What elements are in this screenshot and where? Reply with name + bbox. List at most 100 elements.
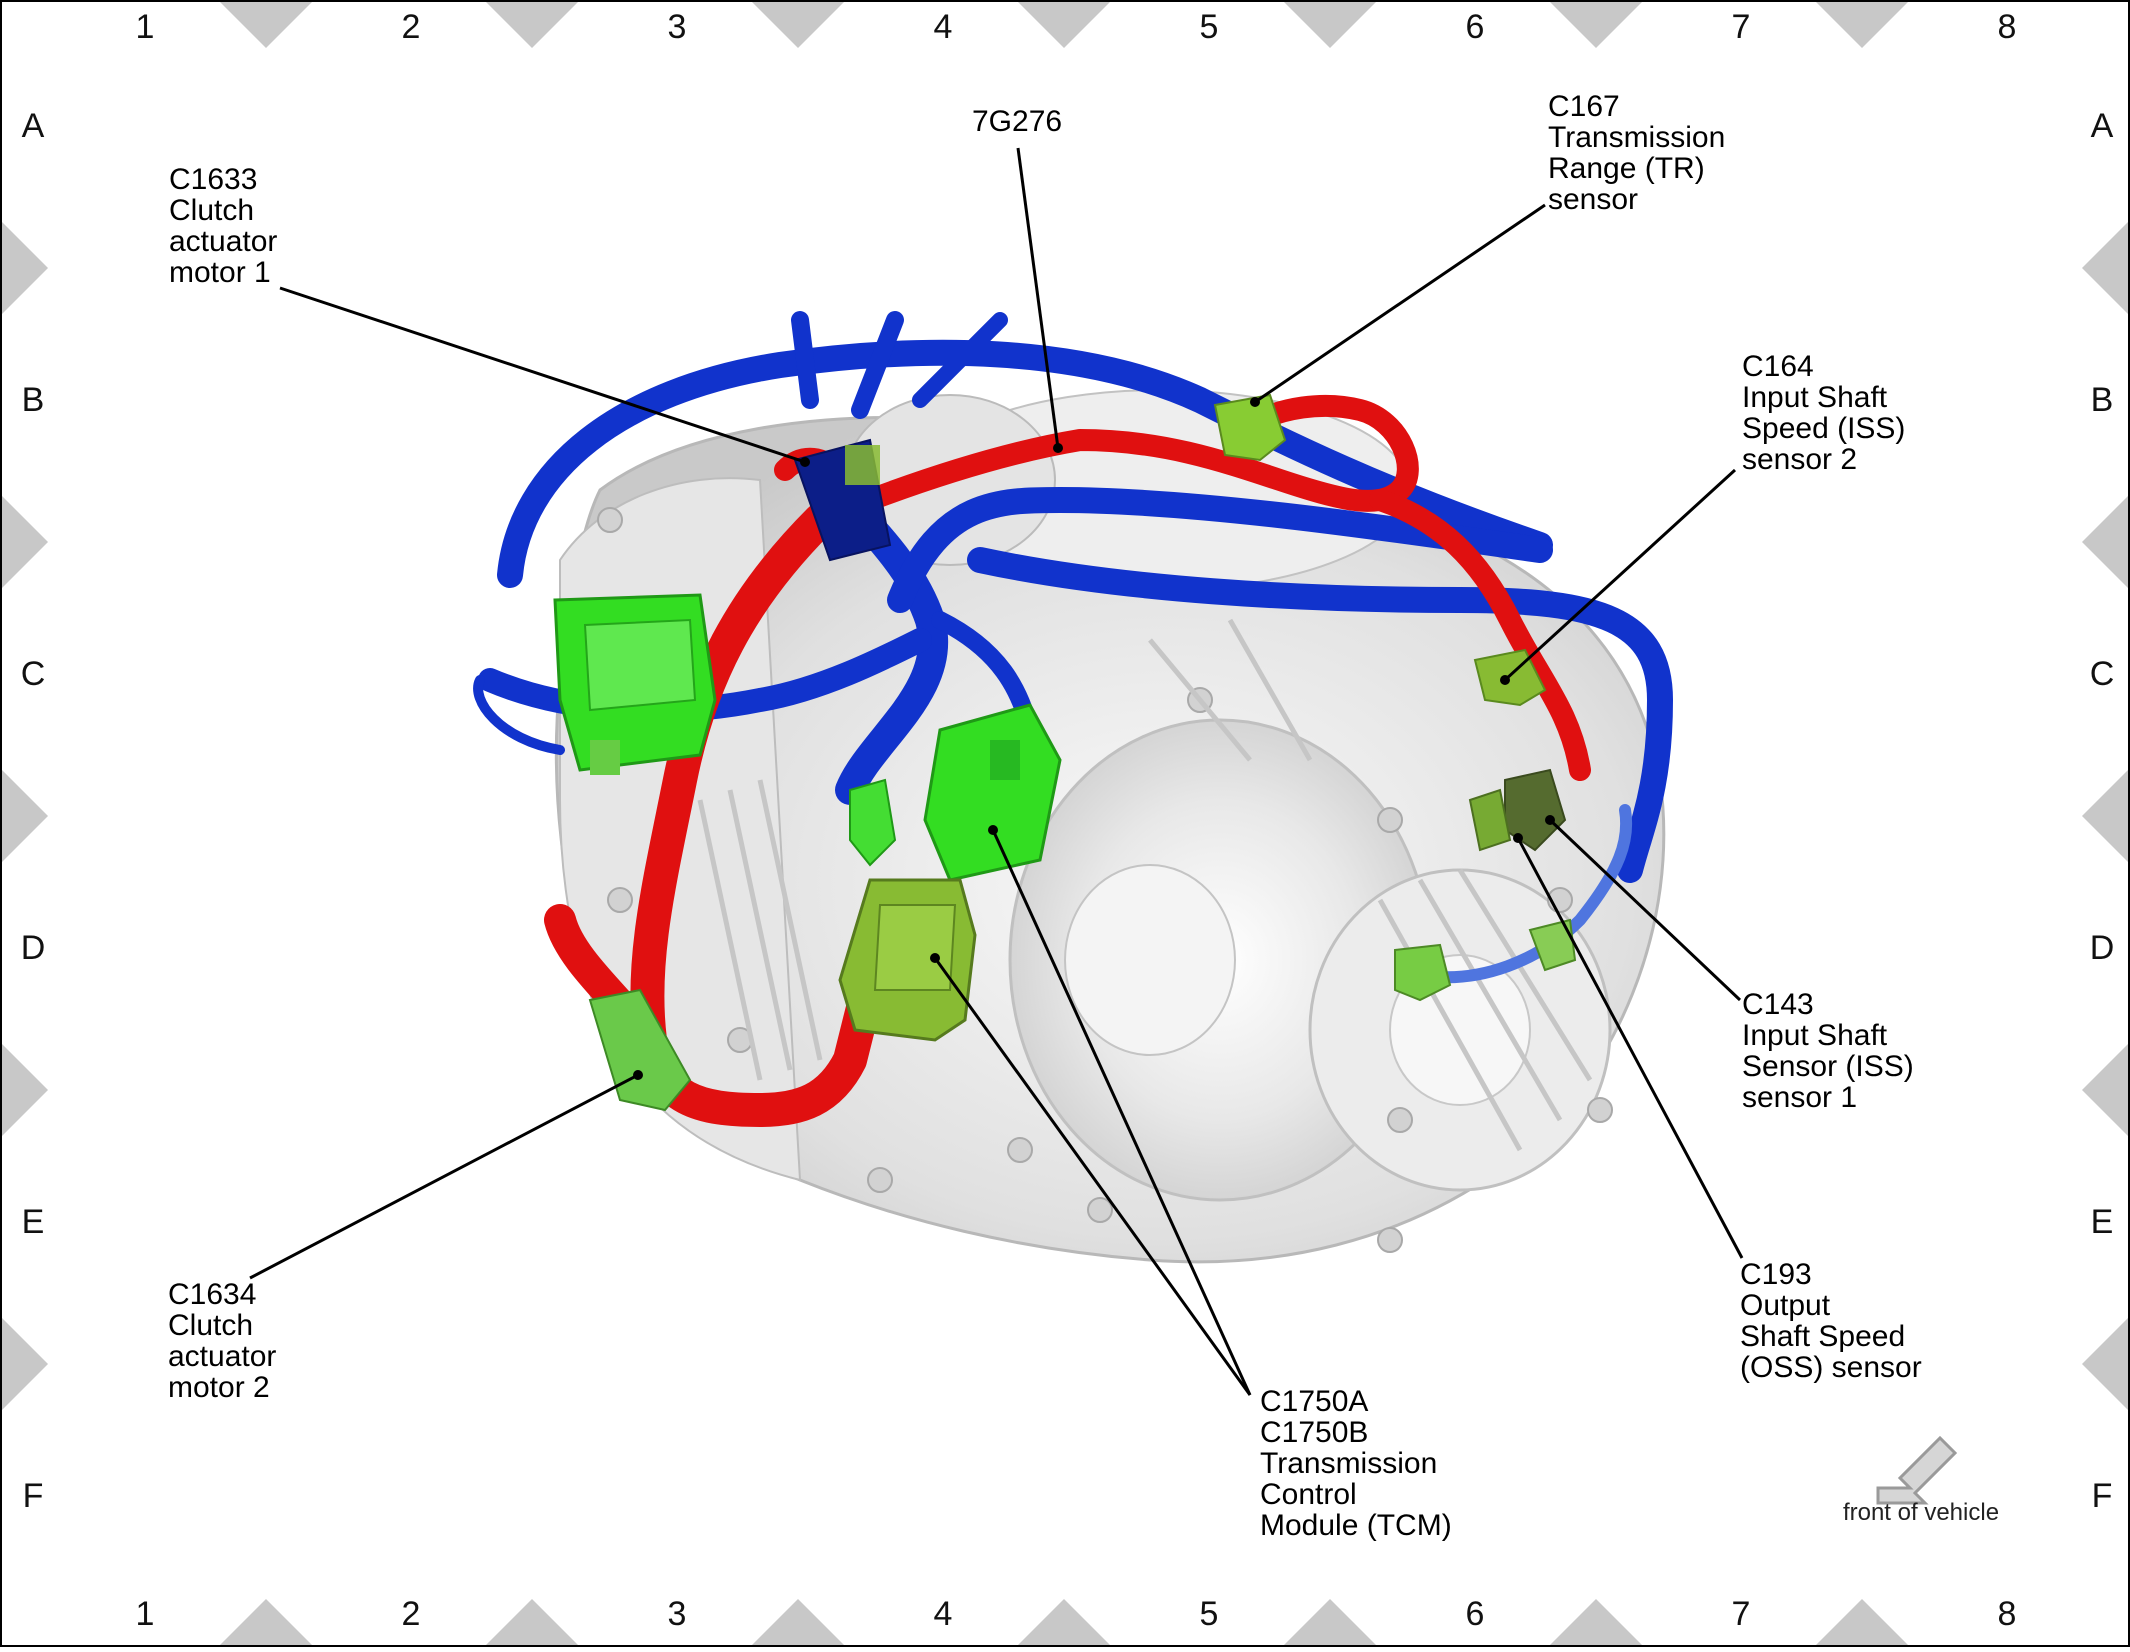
callout-c1750: C1750A C1750B Transmission Control Modul… (1260, 1385, 1452, 1542)
leader-dot (1500, 675, 1510, 685)
grid-column-label: 2 (402, 1595, 421, 1633)
leader-dot (1513, 833, 1523, 843)
grid-diamond (2, 496, 48, 588)
leader-dot (633, 1070, 643, 1080)
grid-column-label: 2 (402, 8, 421, 46)
grid-diamond (1018, 1599, 1110, 1645)
connector-c1750b (838, 878, 977, 1042)
red-harness-right-run (1369, 489, 1591, 781)
grid-diamond (220, 2, 312, 48)
grid-row-label: D (21, 929, 46, 967)
callout-c1633: C1633 Clutch actuator motor 1 (169, 163, 286, 289)
grid-diamond (1550, 1599, 1642, 1645)
blue-harness-lower-left (478, 628, 932, 723)
grid-diamond (1550, 2, 1642, 48)
leader-dot (1053, 443, 1063, 453)
grid-row-label: B (2091, 381, 2114, 419)
blue-harness-stub-left (473, 675, 565, 755)
blue-harness-right-run (967, 547, 1673, 883)
connectors (553, 393, 1577, 1112)
front-arrow-icon (1876, 1435, 1958, 1505)
leader-c1750a (991, 829, 1252, 1396)
grid-diamond (2, 222, 48, 314)
blue-harness-stub-top-1 (791, 311, 819, 409)
callout-c143: C143 Input Shaft Sensor (ISS) sensor 1 (1742, 988, 1922, 1114)
grid-column-label: 7 (1732, 1595, 1751, 1633)
callout-c1634: C1634 Clutch actuator motor 2 (168, 1278, 285, 1404)
grid-diamond (2082, 1044, 2128, 1136)
blue-harness-stub-top-2 (851, 311, 904, 419)
grid-column-label: 3 (668, 1595, 687, 1633)
grid-row-label: C (21, 655, 46, 693)
leader-dot (930, 953, 940, 963)
leader-c193 (1516, 837, 1744, 1259)
connector-c164 (1473, 648, 1547, 707)
leader-c164 (1503, 468, 1737, 682)
red-harness-main (630, 503, 887, 1127)
leader-c1750b (933, 957, 1252, 1396)
grid-diamond (2082, 1318, 2128, 1410)
grid-row-label: A (22, 107, 45, 145)
front-of-vehicle-indicator: front of vehicle (1843, 1435, 1999, 1526)
grid-row-label: C (2090, 655, 2115, 693)
leader-c143 (1548, 818, 1742, 1002)
leader-dot (1545, 815, 1555, 825)
grid-column-label: 3 (668, 8, 687, 46)
grid-column-label: 6 (1466, 1595, 1485, 1633)
leader-7g276 (1016, 147, 1060, 449)
leader-lines (249, 147, 1744, 1396)
grid-row-label: F (23, 1477, 44, 1515)
grid-diamond (2082, 496, 2128, 588)
red-harness-top-run (859, 394, 1419, 512)
grid-diamond (486, 2, 578, 48)
grid-row-label: F (2092, 1477, 2113, 1515)
connector-c1750a (849, 703, 1062, 882)
leader-c167 (1254, 203, 1546, 404)
grid-column-label: 5 (1200, 1595, 1219, 1633)
grid-diamond (752, 2, 844, 48)
grid-column-label: 5 (1200, 8, 1219, 46)
leader-dot (1250, 397, 1260, 407)
leader-c1633 (279, 286, 806, 464)
grid-column-label: 7 (1732, 8, 1751, 46)
connector-c193 (1394, 918, 1577, 1002)
leader-dot (988, 825, 998, 835)
housing-ribs (697, 618, 1593, 1152)
grid-diamond (1816, 2, 1908, 48)
blue-wiring-harness (473, 311, 1673, 984)
callout-labels: 7G276 C1633 Clutch actuator motor 1 C167… (168, 90, 1922, 1542)
grid-column-label: 8 (1998, 8, 2017, 46)
grid-column-label: 1 (136, 8, 155, 46)
grid-diamond (2, 1044, 48, 1136)
grid-diamond (220, 1599, 312, 1645)
leader-c1634 (249, 1073, 639, 1280)
grid-column-label: 6 (1466, 8, 1485, 46)
grid-diamond (1018, 2, 1110, 48)
grid-column-label: 4 (934, 8, 953, 46)
leader-end-dots (633, 397, 1555, 1080)
grid-row-label: E (2091, 1203, 2114, 1241)
connector-c1633 (793, 438, 892, 562)
front-of-vehicle-label: front of vehicle (1843, 1499, 1999, 1526)
grid-row-label: A (2091, 107, 2114, 145)
grid-row-label: D (2090, 929, 2115, 967)
callout-c167: C167 Transmission Range (TR) sensor (1548, 90, 1734, 216)
blue-harness-upper-branch (887, 487, 1553, 613)
callout-7g276: 7G276 (972, 105, 1062, 138)
grid-diamond (1816, 1599, 1908, 1645)
callout-c164: C164 Input Shaft Speed (ISS) sensor 2 (1742, 350, 1914, 476)
callout-c193: C193 Output Shaft Speed (OSS) sensor (1740, 1258, 1922, 1384)
grid-row-label: B (22, 381, 45, 419)
grid-column-label: 8 (1998, 1595, 2017, 1633)
blue-harness-outer-loop (497, 339, 1553, 588)
blue-harness-oss-lead (1414, 804, 1633, 984)
grid-diamond (2082, 770, 2128, 862)
grid-diamond (2082, 222, 2128, 314)
grid-diamond (752, 1599, 844, 1645)
connector-large-green (553, 593, 717, 775)
leader-dot (800, 457, 810, 467)
